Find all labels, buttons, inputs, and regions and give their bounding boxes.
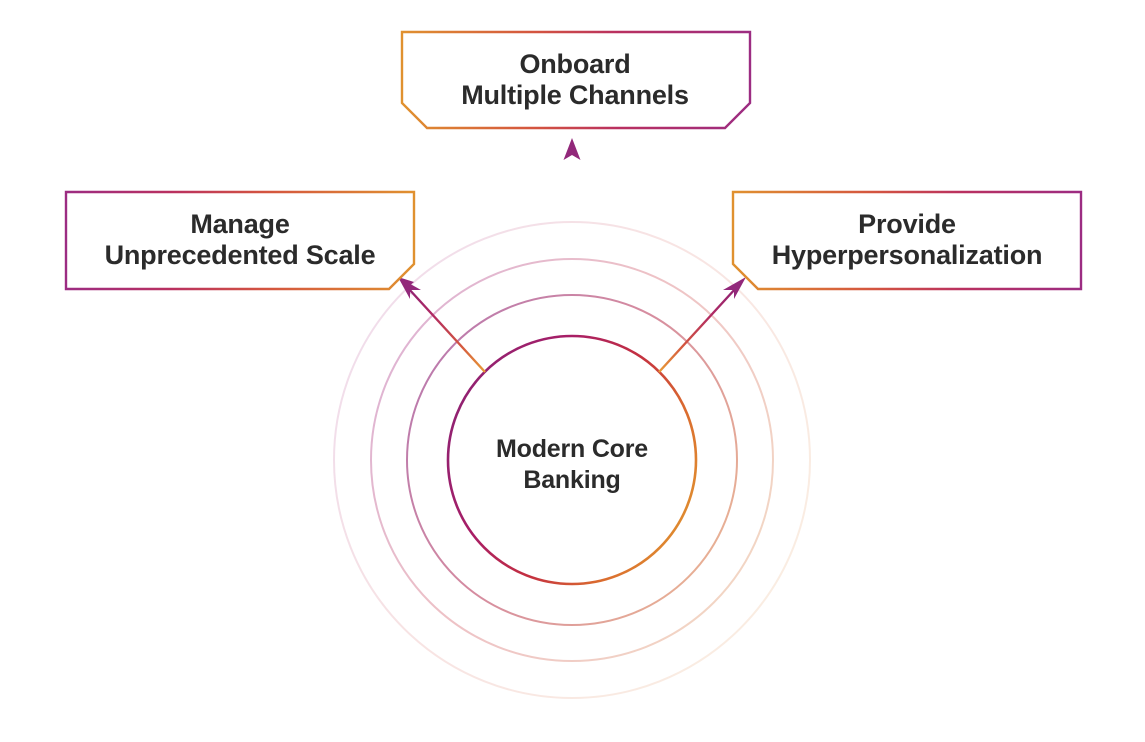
connector-to-top	[563, 138, 581, 336]
connector-to-right	[658, 277, 746, 373]
provide-hyperpersonalization-box[interactable]	[731, 190, 1083, 291]
manage-unprecedented-scale-box[interactable]	[64, 190, 416, 291]
core-ring-inner-1	[446, 334, 698, 586]
connector-to-left	[398, 277, 486, 373]
core-ring-outer-2	[406, 294, 738, 626]
onboard-multiple-channels-box[interactable]	[400, 30, 752, 130]
